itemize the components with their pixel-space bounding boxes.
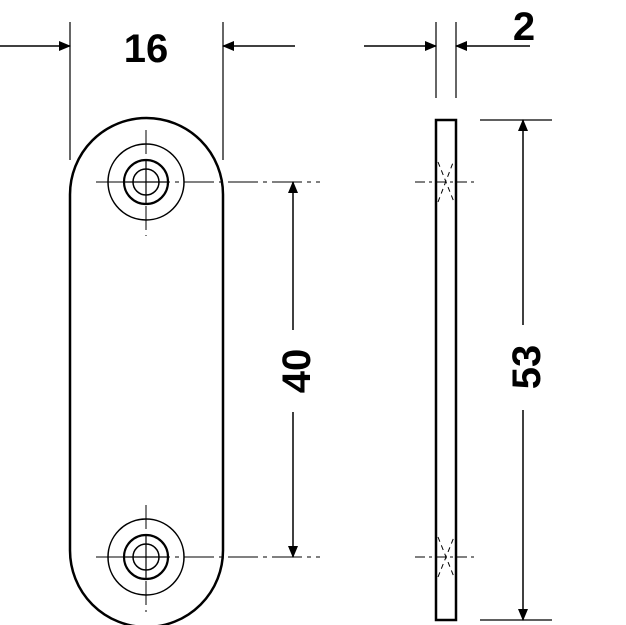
thickness-dimension	[364, 22, 530, 98]
front-view	[68, 116, 320, 625]
side-view	[415, 118, 475, 622]
side-profile	[434, 118, 458, 622]
plate-outline	[68, 116, 225, 625]
length-dimension	[480, 119, 552, 621]
width-dimension	[0, 22, 295, 160]
length-label: 53	[505, 345, 549, 390]
hole-spacing-label: 40	[275, 349, 319, 394]
width-label: 16	[124, 27, 169, 71]
thickness-label: 2	[513, 5, 535, 49]
